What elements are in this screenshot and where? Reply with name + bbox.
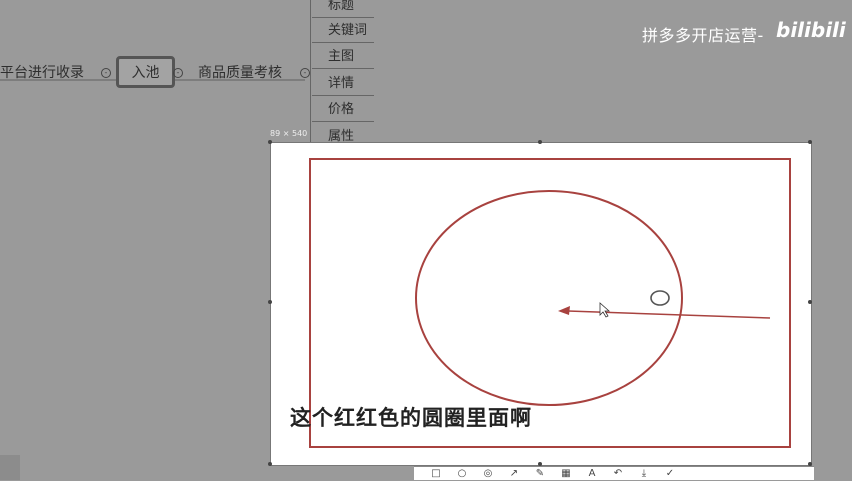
mosaic-icon[interactable]: ▦ bbox=[561, 468, 571, 479]
confirm-icon[interactable]: ✓ bbox=[665, 468, 675, 479]
resize-handle[interactable] bbox=[808, 140, 812, 144]
capture-region[interactable] bbox=[270, 142, 812, 466]
resize-handle[interactable] bbox=[538, 462, 542, 466]
annotation-rectangle bbox=[309, 158, 791, 448]
capture-size-label: 89 × 540 bbox=[270, 129, 308, 138]
circle-icon[interactable]: ○ bbox=[457, 468, 467, 479]
undo-icon[interactable]: ↶ bbox=[613, 468, 623, 479]
annotation-arrow-head bbox=[558, 306, 570, 315]
text-icon[interactable]: A bbox=[588, 468, 596, 479]
bilibili-logo: bilibili bbox=[776, 18, 846, 42]
channel-watermark: 拼多多开店运营- bbox=[642, 26, 764, 45]
resize-handle[interactable] bbox=[268, 462, 272, 466]
collapse-icon[interactable]: - bbox=[173, 68, 183, 78]
arrow-icon[interactable]: ↗ bbox=[509, 468, 519, 479]
resize-handle[interactable] bbox=[268, 300, 272, 304]
save-icon[interactable]: ⤓ bbox=[641, 468, 647, 479]
mindmap-node-pool-label: 入池 bbox=[131, 65, 160, 81]
pen-icon[interactable]: ✎ bbox=[535, 468, 545, 479]
brush-icon[interactable]: ◎ bbox=[483, 468, 493, 479]
resize-handle[interactable] bbox=[268, 140, 272, 144]
branch-main-image[interactable]: 主图 bbox=[312, 45, 374, 69]
mindmap-node-collect[interactable]: 平台进行收录 bbox=[0, 65, 84, 81]
collapse-icon[interactable]: - bbox=[101, 68, 111, 78]
mindmap-node-pool[interactable]: 入池 bbox=[116, 56, 175, 88]
mindmap-node-quality-check[interactable]: 商品质量考核 bbox=[198, 65, 282, 81]
annotation-arrow-line bbox=[567, 310, 771, 319]
collapse-icon[interactable]: - bbox=[300, 68, 310, 78]
annotation-circle bbox=[415, 190, 683, 406]
mindmap-branch-bracket bbox=[310, 0, 371, 150]
branch-title[interactable]: 标题 bbox=[312, 0, 374, 18]
subtitle-caption: 这个红红色的圆圈里面啊 bbox=[290, 406, 532, 430]
rectangle-icon[interactable]: □ bbox=[431, 468, 441, 479]
mouse-cursor-icon bbox=[599, 302, 611, 318]
branch-price[interactable]: 价格 bbox=[312, 98, 374, 122]
resize-handle[interactable] bbox=[808, 300, 812, 304]
resize-handle[interactable] bbox=[808, 462, 812, 466]
branch-details[interactable]: 详情 bbox=[312, 72, 374, 96]
small-circle-mark bbox=[650, 290, 670, 306]
corner-panel bbox=[0, 455, 20, 480]
resize-handle[interactable] bbox=[538, 140, 542, 144]
capture-toolbar: □ ○ ◎ ↗ ✎ ▦ A ↶ ⤓ ✓ bbox=[414, 466, 814, 480]
branch-keywords[interactable]: 关键词 bbox=[312, 19, 374, 43]
